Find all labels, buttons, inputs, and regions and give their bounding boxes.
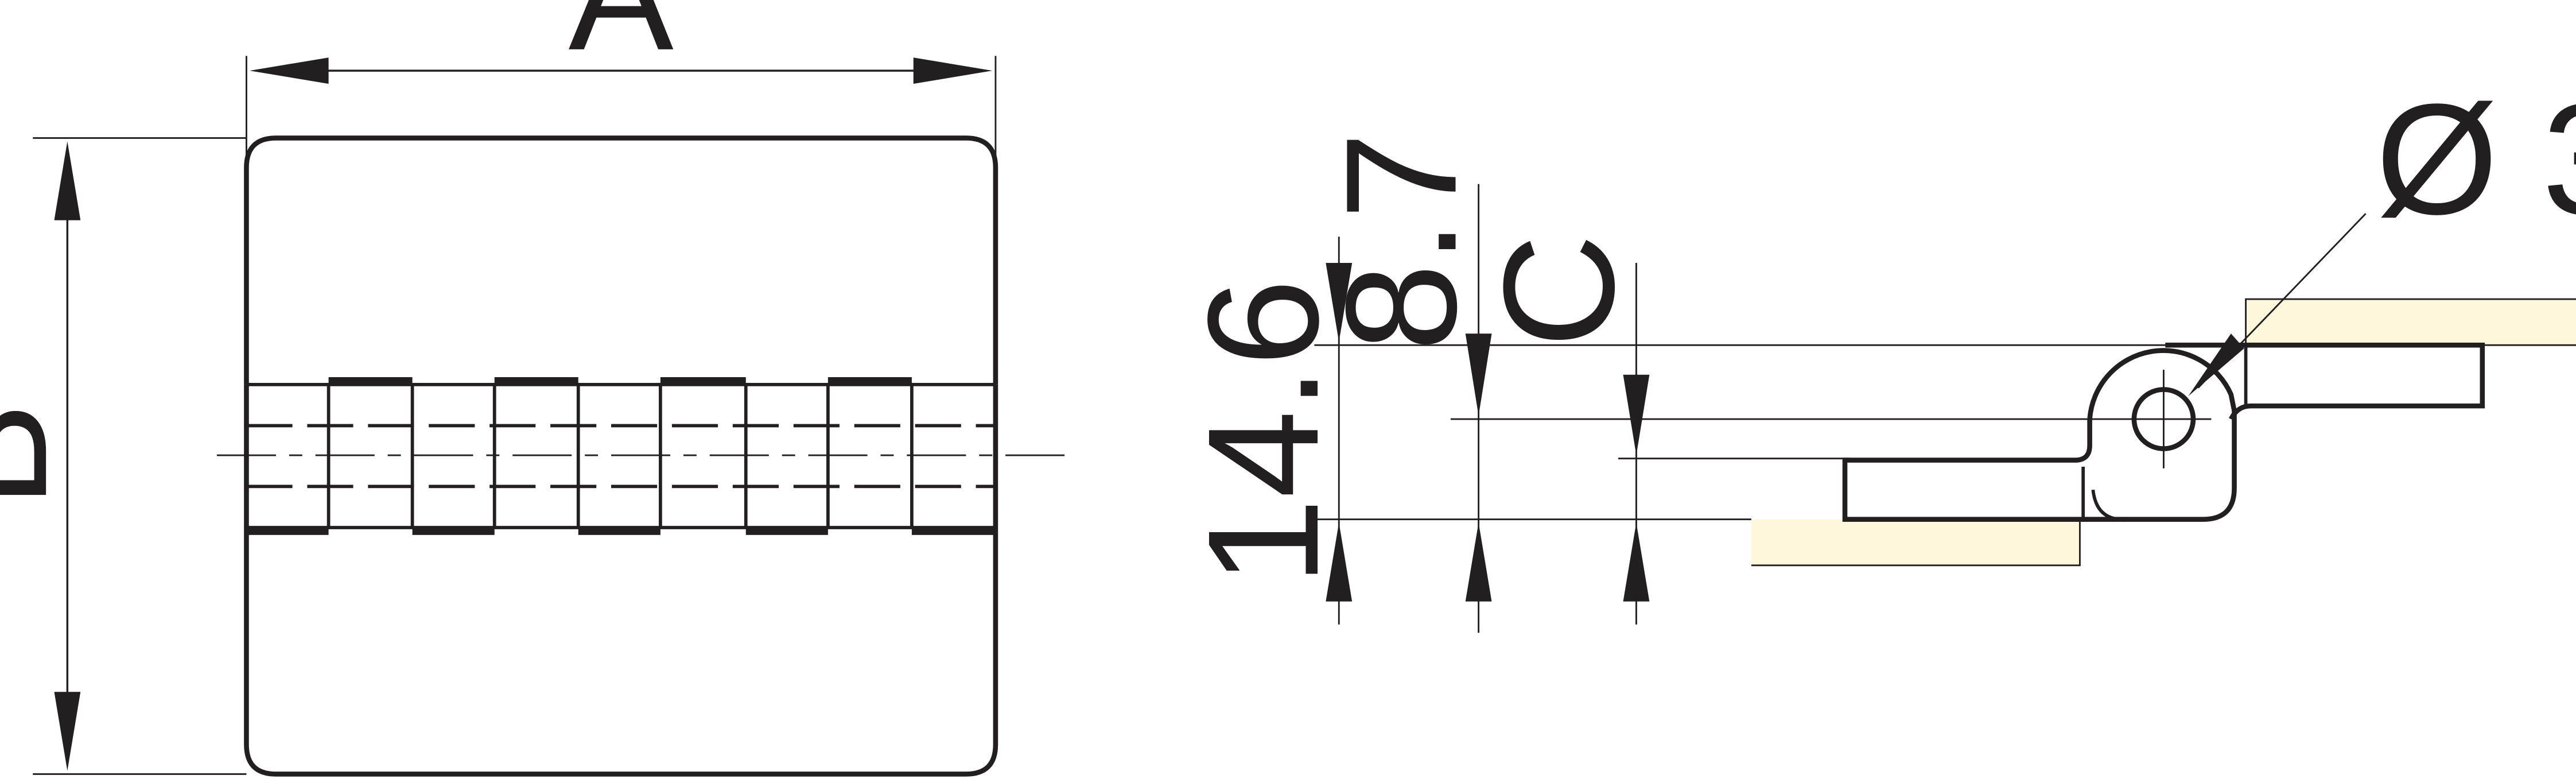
arrowhead-14-6-top [1326, 263, 1353, 342]
hinge-bottom-leaf [244, 527, 998, 777]
knuckle-caps [246, 377, 996, 535]
lower-surface-outline [1751, 519, 2081, 567]
arrowhead-14-6-bottom [1326, 522, 1353, 602]
label-diameter: Ø 3.2 [2376, 71, 2576, 247]
upper-leaf-profile [2165, 342, 2485, 421]
arrowhead-a-right [913, 57, 993, 84]
dimension-14-6: 14.6 [1175, 237, 1353, 625]
label-a: A [569, 0, 675, 83]
arrowhead-b-bottom [54, 692, 81, 771]
dimension-a: A [246, 0, 997, 165]
label-14-6: 14.6 [1175, 278, 1351, 586]
arrowhead-b-top [54, 141, 81, 220]
arrowhead-c-top [1623, 374, 1650, 456]
dimension-c: C [1471, 234, 1650, 625]
side-view: Ø 3.2 14.6 8.7 C [1175, 71, 2576, 633]
lower-leaf-bend [2091, 489, 2123, 521]
lower-leaf-profile [1842, 348, 2237, 522]
upper-surface-outline [2245, 298, 2576, 346]
arrowhead-8-7-top [1465, 334, 1492, 416]
front-view: A B [0, 0, 1078, 777]
label-b: B [0, 402, 80, 507]
arrowhead-a-left [250, 57, 329, 84]
label-c: C [1471, 234, 1647, 347]
dimension-b: B [0, 137, 247, 775]
hinge-top-leaf [244, 135, 998, 385]
label-8-7: 8.7 [1314, 132, 1490, 351]
lower-mounting-surface [1751, 519, 2080, 565]
dimension-8-7: 8.7 [1314, 132, 1492, 633]
arrowhead-c-bottom [1623, 522, 1650, 602]
arrowhead-8-7-bottom [1465, 522, 1492, 602]
upper-mounting-surface [2245, 299, 2576, 346]
diameter-arrowhead [2188, 334, 2244, 396]
